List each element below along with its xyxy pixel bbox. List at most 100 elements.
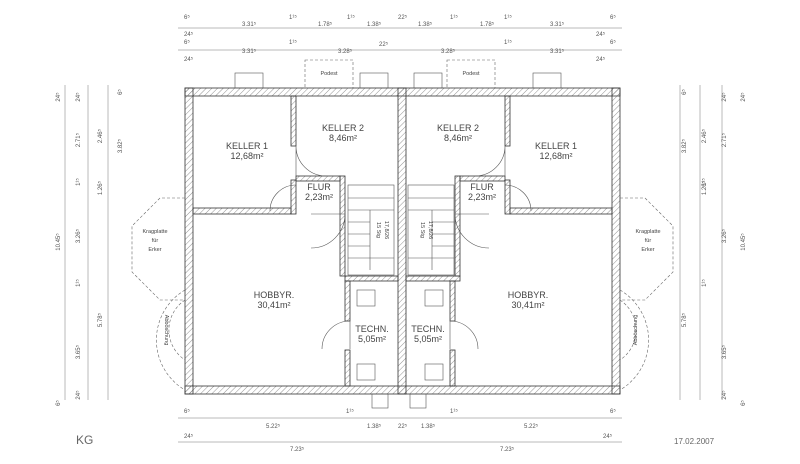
dimension-label: 6⁵ <box>610 14 616 21</box>
dimension-label: 6⁵ <box>681 89 688 95</box>
dimension-label: 1¹⁵ <box>346 408 354 415</box>
dimension-label: 5.22⁵ <box>266 423 281 430</box>
room-name: TECHN. <box>355 324 389 334</box>
room-area: 2,23m² <box>305 192 333 202</box>
dimension-label: 24⁵ <box>721 92 728 102</box>
dimension-label: 6⁵ <box>55 400 62 406</box>
dimension-label: 1¹⁵ <box>701 178 708 186</box>
dimension-label: 24⁵ <box>184 56 194 63</box>
drawing-date: 17.02.2007 <box>674 437 715 446</box>
dimension-label: 3.65⁵ <box>75 344 82 359</box>
dimension-label: 5.22⁵ <box>524 423 539 430</box>
dimension-label: 2.46⁵ <box>97 128 104 143</box>
dimension-label: 22⁵ <box>398 423 408 430</box>
dimension-label: 1¹⁵ <box>289 14 297 21</box>
door-swings <box>269 145 532 350</box>
dimension-label: 2.71⁵ <box>75 132 82 147</box>
dimension-label: 5.78⁵ <box>97 312 104 327</box>
room-labels: KELLER 1 12,68m² KELLER 2 8,46m² KELLER … <box>226 123 577 344</box>
dimension-label: 6⁵ <box>610 408 616 415</box>
stair-note: 15 Stg <box>375 222 381 238</box>
dimension-label: 1¹⁵ <box>450 14 458 21</box>
room-name: FLUR <box>470 182 494 192</box>
abboeschung-note: Abböschung <box>633 315 639 346</box>
abboeschung-note: Abböschung <box>163 315 169 346</box>
dimension-label: 1¹⁵ <box>450 408 458 415</box>
kragplatte-note: für <box>645 238 652 244</box>
dimension-label: 6⁵ <box>184 14 190 21</box>
dimension-label: 2.46⁵ <box>701 128 708 143</box>
kragplatte-note: Kragplatte <box>142 229 167 235</box>
dims-left: 10.45⁵ 3.65⁵ 3.26⁵ 5.78⁵ 2.46⁵ 1.26⁵ 3.8… <box>55 89 124 406</box>
room-name: HOBBYR. <box>254 290 295 300</box>
dimension-label: 7.23⁵ <box>290 446 305 453</box>
room-name: KELLER 2 <box>322 123 364 133</box>
dimension-label: 3.26⁵ <box>721 228 728 243</box>
dims-bottom-row1: 6⁵ 5.22⁵ 1¹⁵ 1.38⁵ 22⁵ 1.38⁵ 1¹⁵ 5.22⁵ 6… <box>184 408 616 440</box>
dimension-label: 3.28⁵ <box>338 48 353 55</box>
kragplatte-note: für <box>152 238 159 244</box>
dimension-label: 1¹⁵ <box>504 39 512 46</box>
dimension-label: 1¹⁵ <box>75 279 82 287</box>
plan-notes: Podest Podest Kragplatte für Erker Kragp… <box>142 71 660 345</box>
walls <box>184 87 621 395</box>
podest-note: Podest <box>462 71 480 77</box>
room-area: 30,41m² <box>511 300 544 310</box>
room-area: 5,05m² <box>414 334 442 344</box>
dimension-label: 3.31⁵ <box>242 21 257 28</box>
dimension-label: 1.26⁵ <box>701 180 708 195</box>
dimension-lines <box>64 27 723 443</box>
dimension-label: 24⁵ <box>184 433 194 440</box>
room-name: KELLER 1 <box>535 141 577 151</box>
dimension-label: 10.45⁵ <box>740 233 747 251</box>
dimension-label: 6⁵ <box>184 408 190 415</box>
dimension-label: 1¹⁵ <box>504 14 512 21</box>
dimension-label: 3.82⁵ <box>117 138 124 153</box>
room-name: KELLER 1 <box>226 141 268 151</box>
dimension-label: 3.26⁵ <box>75 228 82 243</box>
room-area: 30,41m² <box>257 300 290 310</box>
dimension-label: 3.31⁵ <box>550 21 565 28</box>
dimension-label: 1¹⁵ <box>75 178 82 186</box>
dimension-label: 1¹⁵ <box>701 279 708 287</box>
dimension-label: 1.38⁵ <box>367 423 382 430</box>
dimension-label: 7.23⁵ <box>500 446 515 453</box>
dimension-label: 3.31⁵ <box>242 48 257 55</box>
kragplatte-note: Erker <box>148 247 161 253</box>
dimension-label: 24⁵ <box>75 92 82 102</box>
room-area: 5,05m² <box>358 334 386 344</box>
light-wells <box>234 59 562 409</box>
dimension-label: 24⁵ <box>596 56 606 63</box>
dimension-label: 24⁵ <box>603 433 613 440</box>
dimension-label: 1.38⁵ <box>421 423 436 430</box>
room-area: 8,46m² <box>329 133 357 143</box>
dimension-label: 24⁵ <box>721 390 728 400</box>
dimension-label: 6⁵ <box>117 89 124 95</box>
dimension-label: 10.45⁵ <box>55 233 62 251</box>
kragplatte-note: Erker <box>641 247 654 253</box>
dimension-label: 6⁵ <box>740 400 747 406</box>
kragplatte-note: Kragplatte <box>635 229 660 235</box>
dimension-label: 22⁵ <box>379 41 389 48</box>
dimension-label: 1.38⁵ <box>418 21 433 28</box>
dims-top-row1: 6⁵ 3.31⁵ 1¹⁵ 1.78⁵ 1¹⁵ 1.38⁵ 22⁵ 1.38⁵ 1… <box>184 14 616 38</box>
dimension-label: 24⁵ <box>75 390 82 400</box>
dimension-label: 2.71⁵ <box>721 132 728 147</box>
room-name: TECHN. <box>411 324 445 334</box>
stair-note: 15 Stg <box>419 222 425 238</box>
dimension-label: 24⁵ <box>55 92 62 102</box>
dimension-label: 6⁵ <box>184 39 190 46</box>
dims-bottom-row2: 7.23⁵ 7.23⁵ <box>290 446 515 453</box>
room-area: 2,23m² <box>468 192 496 202</box>
dimension-label: 22⁵ <box>398 14 408 21</box>
dimension-label: 3.28⁵ <box>441 48 456 55</box>
dimension-label: 6⁵ <box>610 39 616 46</box>
stairs <box>347 184 455 276</box>
dimension-label: 1.78⁵ <box>318 21 333 28</box>
dims-right: 10.45⁵ 3.65⁵ 3.26⁵ 5.78⁵ 2.46⁵ 1.26⁵ 3.8… <box>681 89 747 406</box>
floor-label: KG <box>76 433 93 447</box>
dimension-label: 24⁵ <box>596 31 606 38</box>
dimension-label: 3.31⁵ <box>550 48 565 55</box>
bay-outlines <box>131 197 674 391</box>
